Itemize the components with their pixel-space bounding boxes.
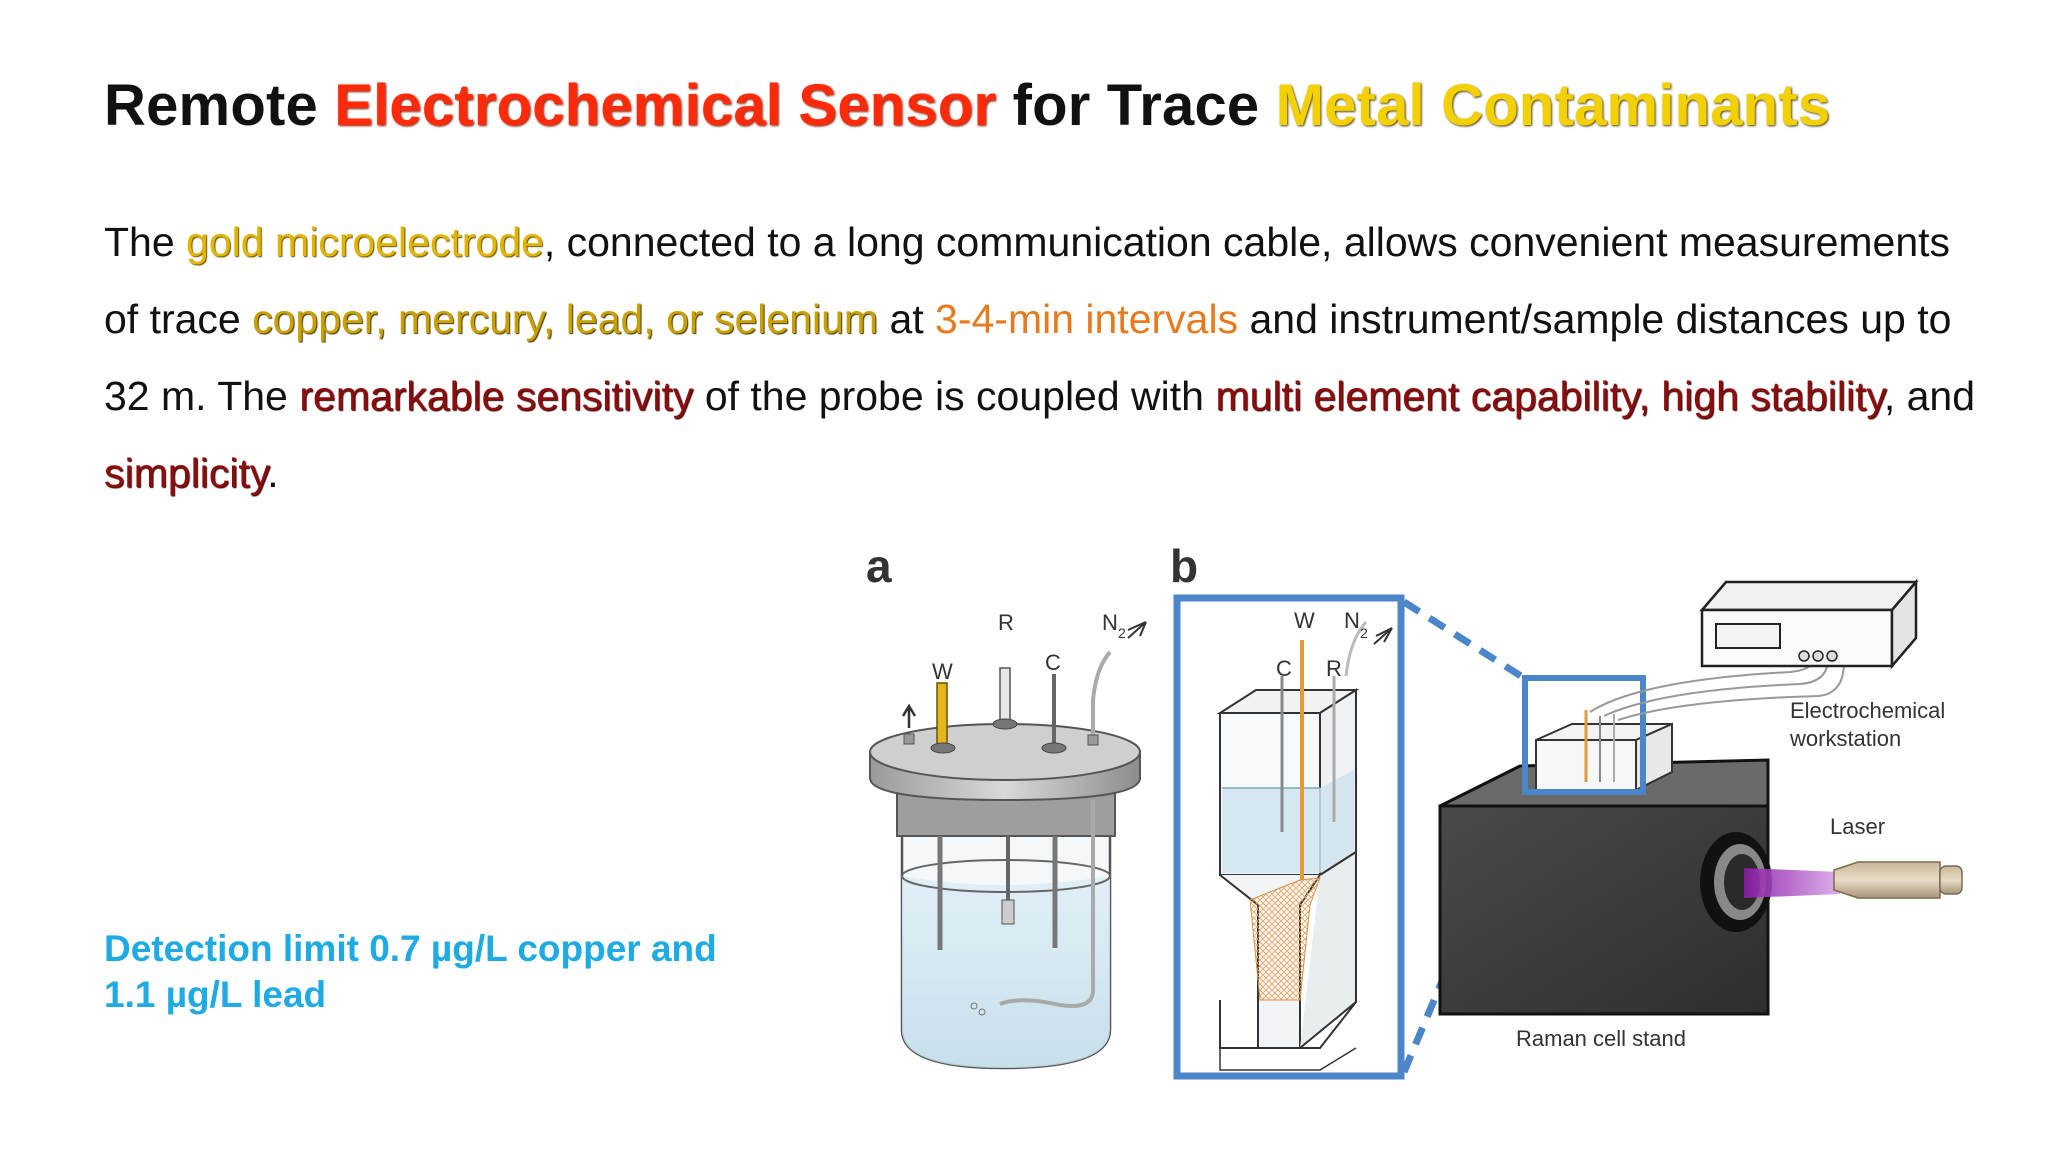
para-text: . bbox=[267, 450, 279, 496]
highlight-simplicity: simplicity bbox=[104, 450, 268, 496]
para-text: at bbox=[878, 296, 936, 342]
beaker-cell: W R C N 2 bbox=[869, 610, 1147, 1070]
description-paragraph: The gold microelectrode, connected to a … bbox=[104, 204, 1984, 512]
label-b-r: R bbox=[1326, 656, 1342, 681]
highlight-gold-microelectrode: gold microelectrode bbox=[186, 219, 544, 265]
highlight-intervals: 3-4-min intervals bbox=[935, 296, 1239, 342]
panel-b-label: b bbox=[1170, 540, 1198, 592]
label-b-w: W bbox=[1294, 608, 1315, 633]
detection-limit-note: Detection limit 0.7 µg/L copper and 1.1 … bbox=[104, 926, 717, 1018]
label-b-n2: N bbox=[1344, 608, 1360, 633]
label-raman-stand: Raman cell stand bbox=[1516, 1026, 1686, 1051]
label-laser: Laser bbox=[1830, 814, 1885, 839]
raman-stand-setup: Electrochemical workstation Laser Raman … bbox=[1438, 578, 1963, 1051]
title-part-remote: Remote bbox=[104, 73, 335, 138]
highlight-capability: multi element capability, high stability bbox=[1215, 373, 1884, 419]
label-a-n2: N bbox=[1102, 610, 1118, 635]
label-a-c: C bbox=[1045, 650, 1061, 675]
label-workstation-1: Electrochemical bbox=[1790, 698, 1945, 723]
label-a-r: R bbox=[998, 610, 1014, 635]
para-text: , connected to a long communication cabl… bbox=[104, 219, 1951, 342]
para-text: of the probe is coupled with bbox=[693, 373, 1216, 419]
title-part-for-trace: for Trace bbox=[996, 73, 1276, 138]
detection-line-2: 1.1 µg/L lead bbox=[104, 974, 327, 1015]
label-b-c: C bbox=[1276, 656, 1292, 681]
label-workstation-2: workstation bbox=[1789, 726, 1901, 751]
label-a-n2-sub: 2 bbox=[1118, 625, 1126, 641]
label-a-w: W bbox=[932, 659, 953, 684]
highlight-sensitivity: remarkable sensitivity bbox=[299, 373, 694, 419]
raman-cell-panel: W N 2 C R bbox=[1173, 594, 1526, 1080]
title-part-electrochemical-sensor: Electrochemical Sensor bbox=[334, 73, 997, 138]
highlight-metals: copper, mercury, lead, or selenium bbox=[252, 296, 879, 342]
label-b-n2-sub: 2 bbox=[1360, 625, 1368, 641]
title-part-metal-contaminants: Metal Contaminants bbox=[1275, 73, 1831, 138]
slide-title: Remote Electrochemical Sensor for Trace … bbox=[104, 72, 1830, 139]
para-text: The bbox=[104, 219, 187, 265]
para-text: and instrument/sample distances up to 32… bbox=[104, 296, 1952, 419]
para-text: , and bbox=[1883, 373, 1976, 419]
detection-line-1: Detection limit 0.7 µg/L copper and bbox=[104, 928, 717, 969]
panel-a-label: a bbox=[866, 540, 892, 592]
